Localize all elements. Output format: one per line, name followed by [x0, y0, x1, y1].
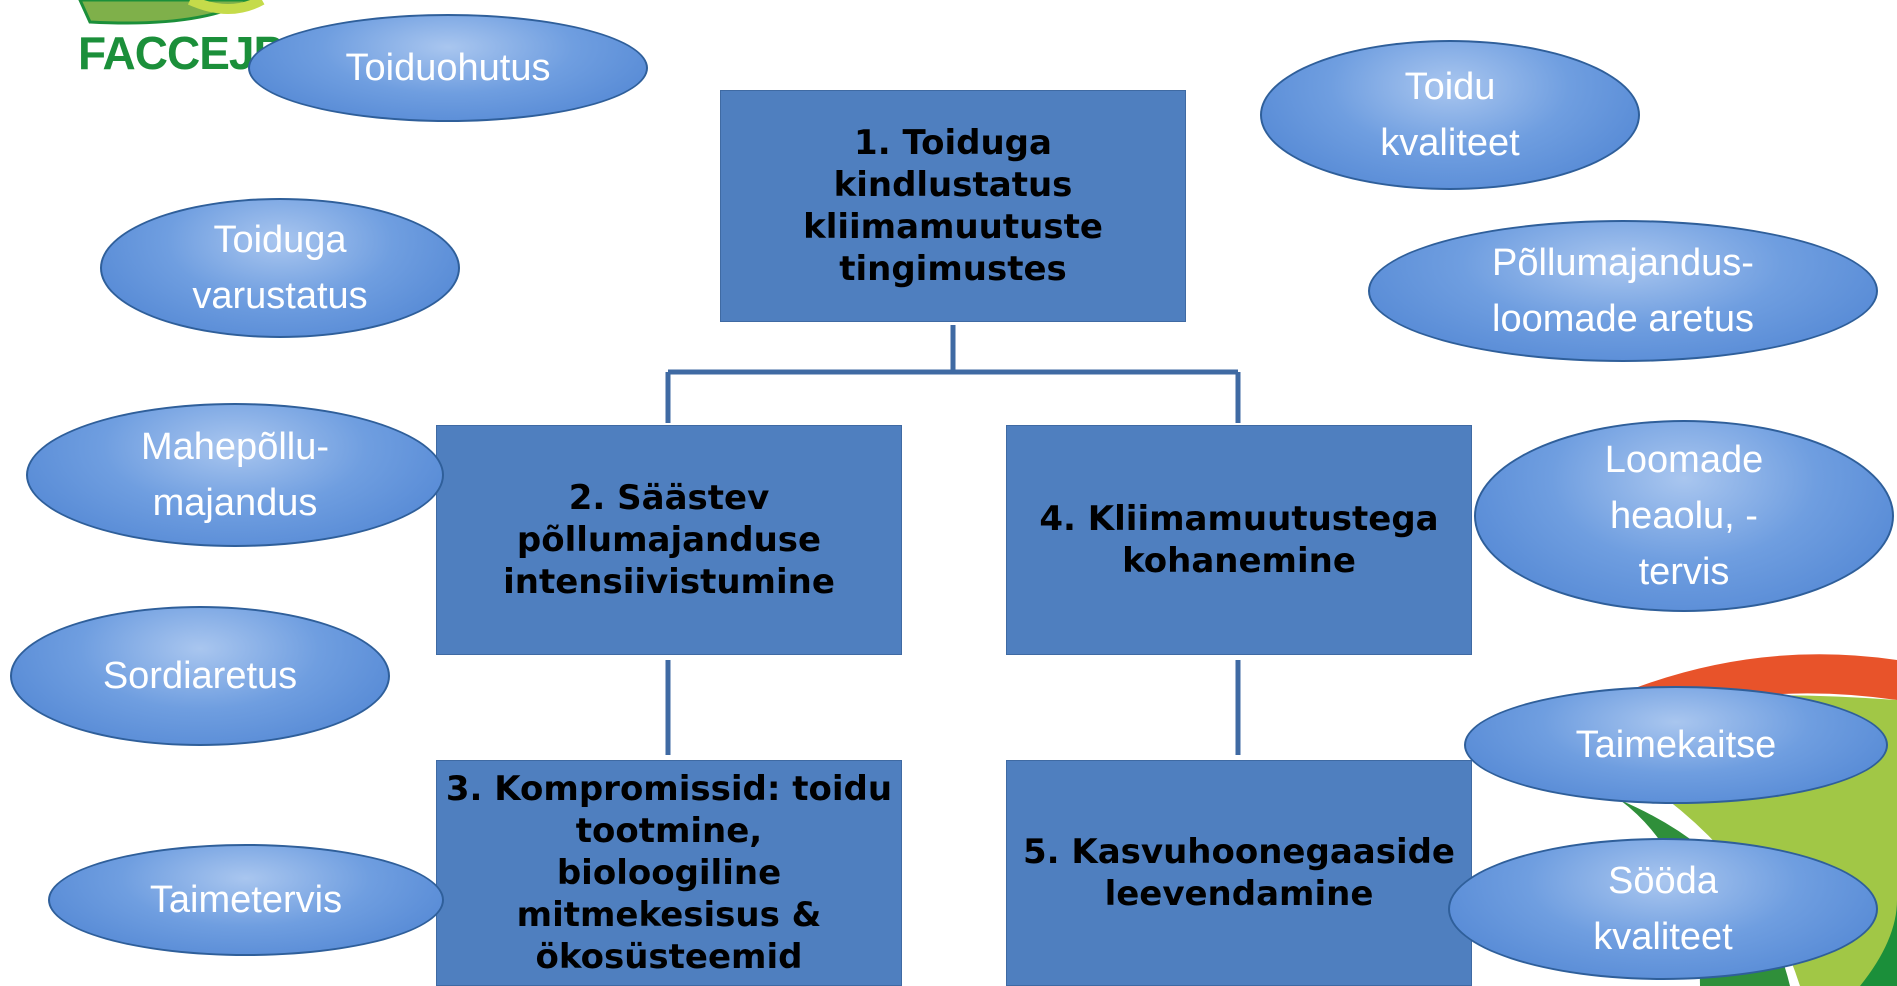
oval-toiduga-varustatus: Toiduga varustatus — [100, 198, 460, 338]
oval-loomade-heaolu: Loomade heaolu, - tervis — [1474, 420, 1894, 612]
oval-mahepollumajandus: Mahepõllu- majandus — [26, 403, 444, 547]
oval-taimekaitse: Taimekaitse — [1464, 686, 1888, 804]
box-4-climate-adaptation: 4. Kliimamuutustega kohanemine — [1006, 425, 1472, 655]
oval-sordiaretus: Sordiaretus — [10, 606, 390, 746]
box-5-ghg-mitigation: 5. Kasvuhoonegaaside leevendamine — [1006, 760, 1472, 986]
oval-sooda-kvaliteet: Sööda kvaliteet — [1448, 838, 1878, 980]
box-1-food-security: 1. Toiduga kindlustatus kliimamuutuste t… — [720, 90, 1186, 322]
box-2-sustainable-intensification: 2. Säästev põllumajanduse intensiivistum… — [436, 425, 902, 655]
oval-toidu-kvaliteet: Toidu kvaliteet — [1260, 40, 1640, 190]
connector-lines — [665, 325, 1241, 755]
oval-pollumajandusloomade-aretus: Põllumajandus- loomade aretus — [1368, 220, 1878, 362]
box-3-tradeoffs: 3. Kompromissid: toidu tootmine, bioloog… — [436, 760, 902, 986]
oval-taimetervis: Taimetervis — [48, 844, 444, 956]
oval-toiduohutus: Toiduohutus — [248, 14, 648, 122]
